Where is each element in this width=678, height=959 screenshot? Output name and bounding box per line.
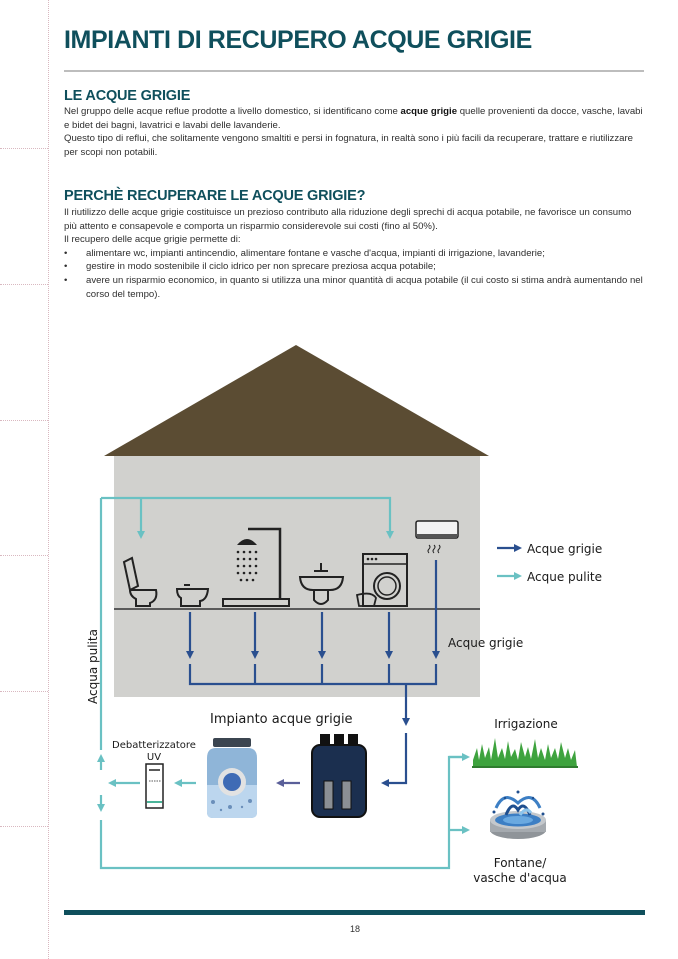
paragraph: Il recupero delle acque grigie permette …: [64, 234, 241, 246]
house-wall: [114, 456, 480, 697]
storage-tank-icon: [207, 738, 257, 818]
toilet-icon: [122, 556, 158, 607]
grass-icon: [472, 738, 578, 768]
margin-guide-vertical: [48, 0, 49, 959]
legend-clean-water-label: Acque pulite: [527, 570, 602, 584]
bidet-icon: [175, 584, 210, 607]
uv-sterilizer-icon: [145, 763, 164, 809]
margin-guide-horizontal: [0, 555, 48, 556]
section-heading-perche-recuperare: PERCHÈ RECUPERARE LE ACQUE GRIGIE?: [64, 188, 366, 204]
clean-water-supply-pipes: [99, 496, 394, 750]
page-number: 18: [349, 924, 360, 934]
fountain-icon: [490, 790, 546, 839]
paragraph: Il riutilizzo delle acque grigie costitu…: [64, 207, 632, 232]
sink-icon: [298, 563, 345, 605]
margin-guide-horizontal: [0, 826, 48, 827]
uv-label-line1: Debatterizzatore: [112, 740, 196, 751]
margin-guide-horizontal: [0, 284, 48, 285]
section-body-perche-recuperare: Il riutilizzo delle acque grigie costitu…: [64, 206, 646, 301]
paragraph: Questo tipo di reflui, che solitamente v…: [64, 133, 633, 158]
air-conditioner-icon: [415, 520, 459, 554]
fountain-label-line1: Fontane/: [494, 856, 547, 870]
grey-water-pipe-label: Acque grigie: [448, 636, 523, 650]
house-roof: [104, 345, 489, 456]
bullet-list: alimentare wc, impianti antincendio, ali…: [64, 247, 646, 301]
text: quelle provenienti da docce, vasche, lav…: [64, 106, 643, 131]
list-item: gestire in modo sostenibile il ciclo idr…: [64, 260, 646, 274]
greywater-plant-label: Impianto acque grigie: [210, 712, 353, 727]
uv-label-line2: UV: [147, 752, 161, 763]
legend-grey-water-label: Acque grigie: [527, 542, 602, 556]
grey-water-drain-pipes: [186, 560, 440, 787]
list-item: alimentare wc, impianti antincendio, ali…: [64, 247, 646, 261]
title-divider: [64, 70, 644, 72]
footer-divider: [64, 910, 645, 915]
margin-guide-horizontal: [0, 148, 48, 149]
irrigation-label: Irrigazione: [494, 717, 557, 731]
margin-guide-horizontal: [0, 691, 48, 692]
clean-water-return-pipes: [97, 753, 470, 870]
margin-guide-horizontal: [0, 420, 48, 421]
text: Nel gruppo delle acque reflue prodotte a…: [64, 106, 401, 117]
bold-term: acque grigie: [400, 106, 458, 117]
paragraph: Nel gruppo delle acque reflue prodotte a…: [64, 105, 646, 132]
greywater-plant-icon: [311, 734, 367, 818]
page-title: IMPIANTI DI RECUPERO ACQUE GRIGIE: [64, 26, 532, 54]
clean-water-pipe-label: Acqua pulita: [86, 629, 100, 704]
list-item: avere un risparmio economico, in quanto …: [64, 274, 646, 301]
section-body-acque-grigie: Nel gruppo delle acque reflue prodotte a…: [64, 105, 646, 159]
shower-icon: [222, 527, 290, 607]
legend: Acque grigie Acque pulite: [497, 542, 602, 584]
fountain-label-line2: vasche d'acqua: [473, 871, 567, 885]
section-heading-acque-grigie: LE ACQUE GRIGIE: [64, 88, 191, 104]
washing-machine-icon: [355, 553, 408, 607]
